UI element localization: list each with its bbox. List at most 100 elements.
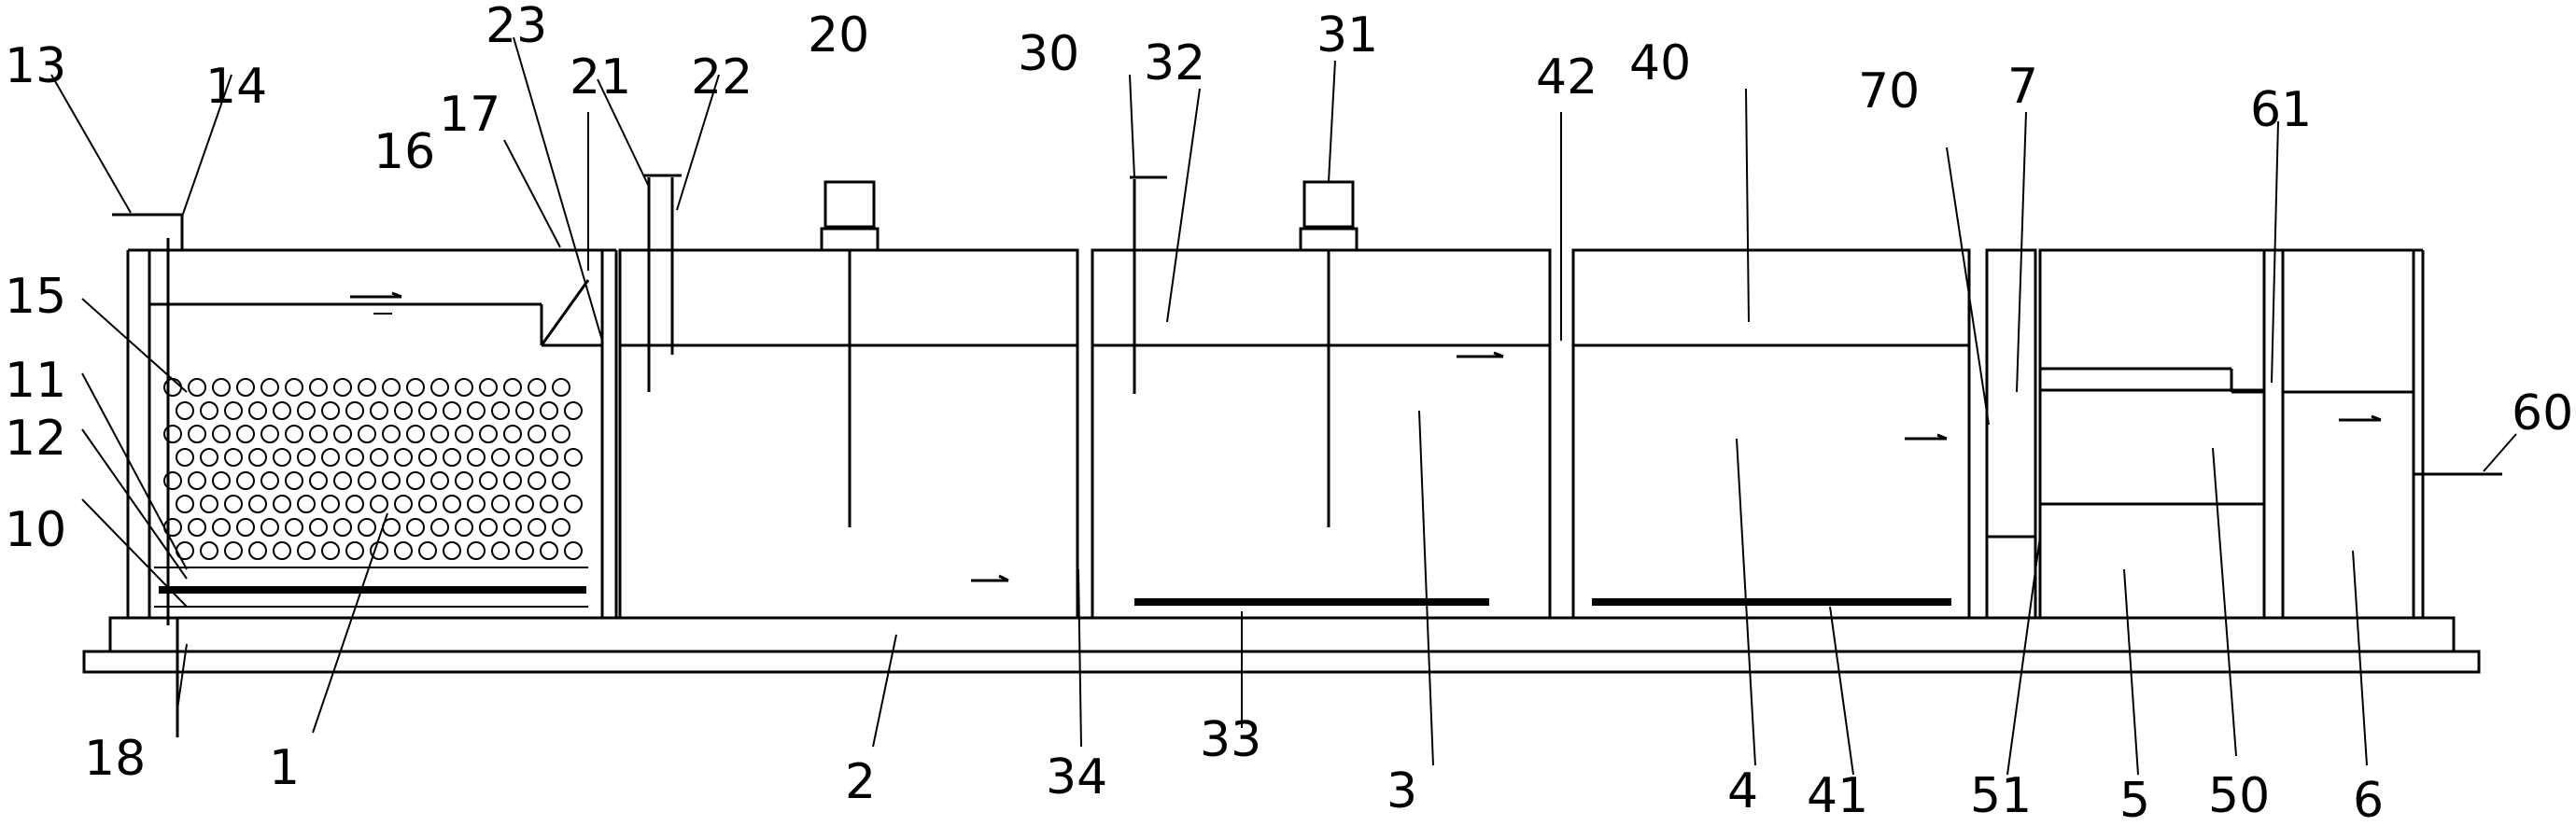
media-ball — [188, 378, 206, 397]
foundation — [82, 616, 2481, 674]
media-ball — [406, 378, 425, 397]
media-ball — [309, 425, 328, 443]
media-ball — [224, 541, 243, 560]
media-ball — [309, 518, 328, 537]
media-ball — [540, 495, 558, 513]
media-ball — [503, 471, 522, 490]
label-12: 12 — [5, 411, 66, 467]
media-ball — [406, 471, 425, 490]
media-ball — [321, 401, 340, 420]
tank-3 — [1091, 175, 1552, 620]
media-ball — [430, 425, 449, 443]
media-ball — [333, 378, 352, 397]
label-34: 34 — [1046, 749, 1107, 805]
media-ball — [248, 495, 267, 513]
media-ball — [163, 425, 182, 443]
media-ball — [297, 495, 316, 513]
media-ball — [455, 518, 473, 537]
label-70: 70 — [1858, 63, 1920, 119]
media-ball — [479, 471, 498, 490]
media-ball — [212, 378, 231, 397]
media-ball — [285, 518, 303, 537]
media-ball — [430, 378, 449, 397]
media-ball — [273, 448, 291, 467]
media-ball — [564, 448, 583, 467]
media-ball — [236, 425, 255, 443]
media-ball — [321, 495, 340, 513]
media-ball — [430, 471, 449, 490]
media-ball — [528, 518, 546, 537]
tank-7-5-6 — [1985, 248, 2502, 620]
media-ball — [443, 541, 461, 560]
media-ball — [528, 378, 546, 397]
label-32: 32 — [1144, 35, 1205, 91]
media-ball — [455, 378, 473, 397]
media-ball — [333, 518, 352, 537]
media-ball — [188, 518, 206, 537]
media-ball — [394, 541, 413, 560]
media-ball — [467, 495, 486, 513]
media-ball — [285, 378, 303, 397]
media-ball — [200, 448, 218, 467]
label-15: 15 — [5, 269, 66, 325]
media-ball — [188, 471, 206, 490]
label-41: 41 — [1807, 768, 1868, 824]
media-ball — [528, 471, 546, 490]
media-ball — [455, 471, 473, 490]
media-ball — [200, 495, 218, 513]
label-50: 50 — [2208, 768, 2270, 824]
media-ball — [163, 471, 182, 490]
media-ball — [503, 378, 522, 397]
media-ball — [394, 448, 413, 467]
media-ball — [370, 495, 388, 513]
leader-lines — [50, 36, 2517, 776]
media-ball — [515, 541, 534, 560]
media-ball — [491, 495, 510, 513]
media-ball — [552, 378, 570, 397]
media-ball — [479, 425, 498, 443]
media-ball — [236, 518, 255, 537]
label-20: 20 — [808, 7, 869, 63]
label-6: 6 — [2353, 773, 2384, 826]
label-14: 14 — [205, 59, 267, 115]
media-ball — [491, 401, 510, 420]
media-ball — [358, 378, 376, 397]
label-61: 61 — [2250, 82, 2312, 138]
media-ball — [503, 425, 522, 443]
media-ball — [309, 471, 328, 490]
media-ball — [564, 541, 583, 560]
label-30: 30 — [1018, 26, 1079, 82]
label-7: 7 — [2007, 59, 2038, 115]
media-ball — [540, 448, 558, 467]
media-ball — [564, 495, 583, 513]
media-ball — [260, 378, 279, 397]
media-ball — [552, 471, 570, 490]
media-ball — [528, 425, 546, 443]
media-ball — [188, 425, 206, 443]
label-18: 18 — [84, 731, 146, 787]
label-31: 31 — [1316, 7, 1378, 63]
media-ball — [200, 541, 218, 560]
media-ball — [443, 401, 461, 420]
media-ball — [321, 541, 340, 560]
callout-labels: 13 14 23 17 21 22 20 30 32 31 42 40 70 7… — [5, 0, 2573, 826]
media-ball — [260, 425, 279, 443]
media-ball — [467, 401, 486, 420]
filter-media-balls — [163, 378, 583, 560]
media-ball — [345, 448, 364, 467]
media-ball — [176, 448, 194, 467]
media-ball — [455, 425, 473, 443]
label-42: 42 — [1536, 49, 1598, 105]
media-ball — [224, 401, 243, 420]
media-ball — [273, 401, 291, 420]
media-ball — [406, 518, 425, 537]
media-ball — [224, 448, 243, 467]
media-ball — [370, 541, 388, 560]
media-ball — [309, 378, 328, 397]
media-ball — [406, 425, 425, 443]
media-ball — [515, 495, 534, 513]
media-ball — [358, 518, 376, 537]
media-ball — [212, 518, 231, 537]
media-ball — [394, 401, 413, 420]
